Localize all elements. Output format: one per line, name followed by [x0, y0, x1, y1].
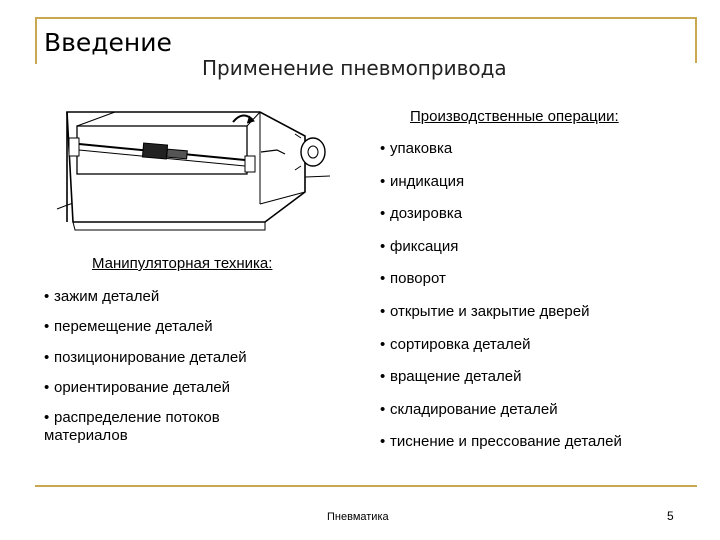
top-rule — [35, 17, 697, 19]
right-rule — [695, 17, 697, 63]
list-item: дозировка — [380, 205, 622, 238]
page-number: 5 — [667, 509, 674, 523]
list-item: вращение деталей — [380, 368, 622, 401]
slide-subtitle: Применение пневмопривода — [202, 56, 507, 80]
list-item: перемещение деталей — [44, 318, 284, 336]
list-item: индикация — [380, 173, 622, 206]
list-item: распределение потоков материалов — [44, 409, 284, 445]
footer-text: Пневматика — [327, 511, 389, 523]
list-item: тиснение и прессование деталей — [380, 433, 622, 466]
list-item: позиционирование деталей — [44, 349, 284, 367]
manipulator-heading: Манипуляторная техника: — [92, 255, 273, 272]
list-item: фиксация — [380, 238, 622, 271]
list-item: складирование деталей — [380, 401, 622, 434]
list-item: открытие и закрытие дверей — [380, 303, 622, 336]
operations-heading: Производственные операции: — [410, 108, 619, 125]
bottom-rule — [35, 485, 697, 487]
pneumatic-device-illustration — [56, 111, 330, 231]
list-item: ориентирование деталей — [44, 379, 284, 397]
manipulator-list: зажим деталей перемещение деталей позици… — [44, 288, 284, 457]
list-item: упаковка — [380, 140, 622, 173]
operations-list: упаковка индикация дозировка фиксация по… — [380, 140, 622, 466]
slide-title: Введение — [44, 28, 172, 57]
list-item: зажим деталей — [44, 288, 284, 306]
left-rule — [35, 18, 37, 64]
list-item: сортировка деталей — [380, 336, 622, 369]
list-item: поворот — [380, 270, 622, 303]
